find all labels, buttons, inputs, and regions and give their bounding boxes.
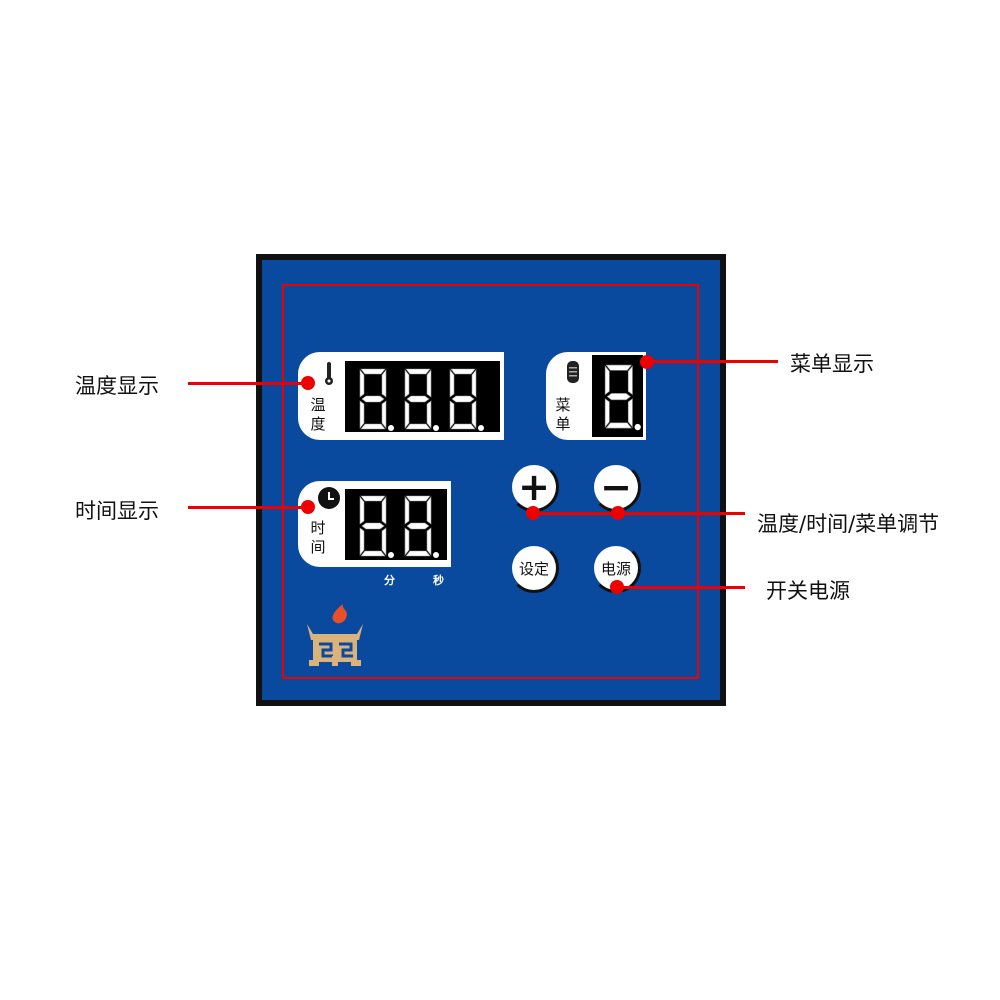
segment — [361, 522, 385, 530]
callout-dot — [526, 506, 540, 520]
control-panel — [262, 260, 720, 700]
segment — [426, 400, 432, 429]
time-callout: 时间显示 — [75, 499, 159, 523]
segment — [604, 365, 610, 396]
plus-button[interactable]: + — [509, 462, 559, 512]
segment — [361, 395, 385, 403]
callout-line — [533, 512, 745, 515]
segment — [605, 422, 633, 429]
segment — [359, 527, 365, 556]
seven-segment-digit — [404, 495, 439, 558]
menu-icon — [567, 361, 579, 383]
adjust-callout: 温度/时间/菜单调节 — [757, 512, 940, 536]
decimal-point — [433, 425, 439, 431]
temperature-digits — [345, 361, 500, 432]
temperature-callout: 温度显示 — [75, 374, 159, 398]
callout-dot — [611, 506, 625, 520]
segment — [405, 423, 431, 430]
segment — [360, 423, 386, 430]
segment — [449, 400, 455, 429]
segment — [360, 550, 386, 557]
segment — [426, 496, 432, 525]
segment — [359, 369, 365, 398]
segment — [360, 368, 386, 375]
time-label: 时间 — [310, 519, 326, 556]
segment — [405, 550, 431, 557]
menu-digits — [592, 355, 643, 437]
callout-line — [188, 382, 308, 385]
menu-label: 菜单 — [555, 396, 571, 433]
segment — [606, 393, 631, 401]
segment — [381, 369, 387, 398]
minutes-unit: 分 — [384, 574, 395, 587]
time-digits — [345, 489, 447, 560]
seven-segment-digit — [404, 368, 439, 431]
decimal-point — [388, 425, 394, 431]
segment — [404, 496, 410, 525]
callout-dot — [640, 355, 654, 369]
segment — [405, 368, 431, 375]
callout-dot — [301, 376, 315, 390]
segment — [450, 368, 476, 375]
segment — [450, 423, 476, 430]
segment — [627, 398, 633, 428]
callout-line — [188, 506, 308, 509]
segment — [404, 369, 410, 398]
segment — [406, 522, 430, 530]
segment — [360, 495, 386, 502]
callout-dot — [610, 580, 624, 594]
segment — [405, 495, 431, 502]
segment — [604, 398, 610, 428]
segment — [627, 365, 633, 396]
segment — [471, 369, 477, 398]
temperature-label: 温度 — [310, 396, 326, 433]
thermometer-icon — [325, 362, 333, 386]
brand-logo — [305, 600, 365, 668]
decimal-point — [433, 552, 439, 558]
seven-segment-digit — [359, 368, 394, 431]
segment — [426, 369, 432, 398]
segment — [605, 364, 633, 371]
callout-dot — [301, 500, 315, 514]
minus-button[interactable]: − — [591, 462, 641, 512]
callout-line — [647, 360, 778, 363]
menu-callout: 菜单显示 — [790, 352, 874, 376]
highlight-box — [282, 284, 699, 679]
segment — [426, 527, 432, 556]
segment — [471, 400, 477, 429]
power-callout: 开关电源 — [766, 579, 850, 603]
seven-segment-digit — [604, 364, 641, 431]
decimal-point — [388, 552, 394, 558]
segment — [406, 395, 430, 403]
segment — [381, 400, 387, 429]
set-button[interactable]: 设定 — [509, 543, 559, 593]
segment — [449, 369, 455, 398]
seven-segment-digit — [359, 495, 394, 558]
segment — [381, 527, 387, 556]
segment — [451, 395, 475, 403]
segment — [359, 400, 365, 429]
segment — [404, 400, 410, 429]
decimal-point — [634, 423, 641, 431]
segment — [381, 496, 387, 525]
seven-segment-digit — [449, 368, 484, 431]
clock-icon — [318, 487, 340, 509]
segment — [404, 527, 410, 556]
decimal-point — [478, 425, 484, 431]
seconds-unit: 秒 — [433, 574, 444, 587]
segment — [359, 496, 365, 525]
callout-line — [617, 586, 745, 589]
